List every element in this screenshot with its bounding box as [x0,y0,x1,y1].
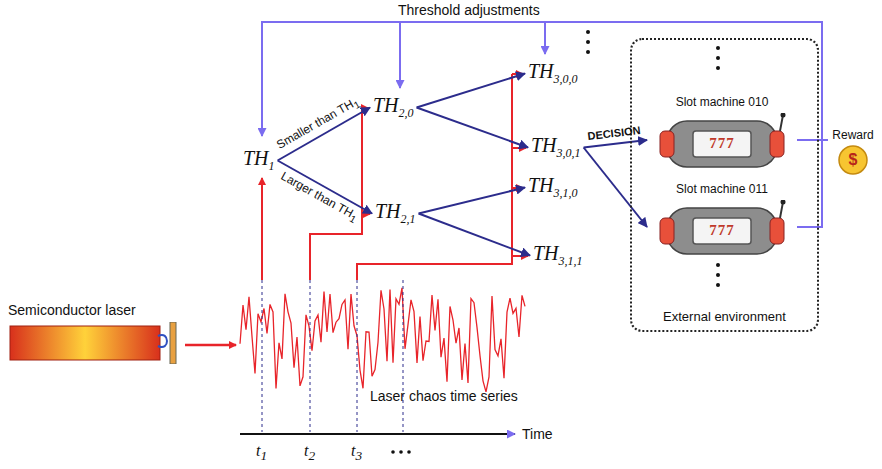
connector [417,108,528,148]
threshold-label: TH1 [240,145,278,176]
currency-sign: $ [838,150,868,170]
slot-label: Slot machine 010 [647,95,797,109]
laser-icon [8,322,183,364]
sampling-arrows [262,74,528,280]
threshold-node: TH2,0 [370,92,417,123]
threshold-label: TH2,1 [372,198,419,229]
text-label: Laser chaos time series [370,388,518,404]
laser-source: Semiconductor laser [8,302,183,364]
threshold-label: TH3,1,1 [530,240,586,271]
threshold-node: TH3,1,0 [525,172,581,203]
edge-label: Smaller than TH1 [274,94,362,154]
text-label: t1 [256,442,267,464]
edge-label: Larger than TH1 [277,169,360,225]
threshold-node: TH2,1 [372,198,419,229]
threshold-label: TH3,1,0 [525,172,581,203]
threshold-node: TH3,0,0 [525,58,581,89]
threshold-label: TH2,0 [370,92,417,123]
time-axis [240,433,515,435]
text-label: t3 [351,442,362,464]
connector [419,214,530,256]
reward-label: Reward [828,128,878,142]
threshold-node: TH3,0,1 [528,132,584,163]
threshold-label: TH3,0,1 [528,132,584,163]
environment-label: External environment [632,309,817,324]
edge-label: DECISION [587,124,641,142]
laser-label: Semiconductor laser [8,302,183,318]
text-label: Time [522,426,553,442]
sample-lines [262,280,403,432]
connector [584,148,647,228]
chaos-signal [240,288,525,392]
environment-box: External environmentSlot machine 010777S… [630,38,819,332]
reel-text: 777 [709,222,735,239]
slot-machine: Slot machine 011 777 [647,182,797,272]
slot-figure: 777 [657,200,787,260]
slot-label: Slot machine 011 [647,182,797,196]
threshold-label: TH3,0,0 [525,58,581,89]
text-label: Threshold adjustments [395,2,543,18]
reward: Reward $ [828,128,878,175]
connector [417,74,525,108]
connector [797,140,828,227]
slot-figure: 777 [657,113,787,173]
text-label: t2 [304,442,315,464]
reel-text: 777 [709,135,735,152]
coin: $ [838,145,868,175]
slot-machine: Slot machine 010 777 [647,95,797,185]
threshold-node: TH1 [240,145,278,176]
threshold-node: TH3,1,1 [530,240,586,271]
laser-beam [185,344,236,347]
connector [419,188,525,214]
